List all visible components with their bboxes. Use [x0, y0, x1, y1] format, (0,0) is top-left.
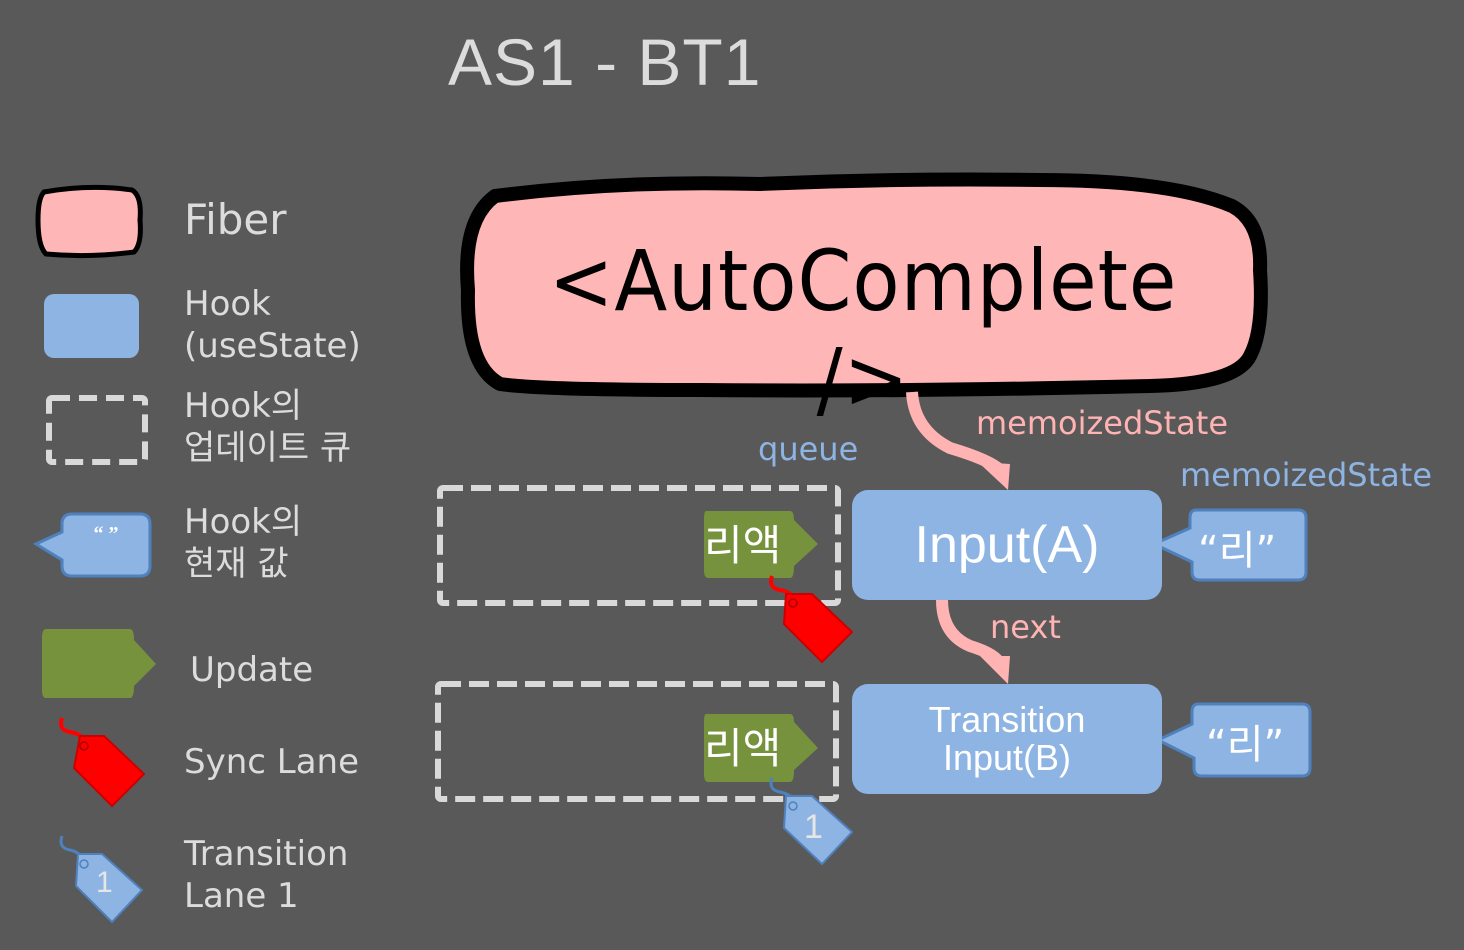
transition-lane-tag-number: 1: [804, 808, 823, 846]
hook-a-current-value: “리”: [1198, 528, 1277, 574]
legend-label-queue-line1: Hook의: [184, 386, 303, 426]
hook-node-b-label-line2: Input(B): [942, 737, 1072, 778]
legend-hook-icon: [44, 294, 139, 358]
edge-label-queue: queue: [758, 430, 859, 468]
legend-quote-marks: “ ”: [94, 523, 119, 545]
update-a-shape: [704, 511, 818, 578]
legend-label-value-line2: 현재 값: [184, 544, 289, 584]
legend-update-icon: [42, 629, 156, 698]
transition-lane-tag-icon: [769, 777, 854, 866]
edge-label-memoized-state-hook: memoizedState: [1180, 456, 1432, 494]
hook-node-input-a-label: Input(A): [914, 516, 1100, 574]
hook-node-input-a: Input(A): [852, 490, 1162, 600]
legend-label-transition-line2: Lane 1: [184, 876, 299, 916]
legend-label-sync-lane: Sync Lane: [184, 742, 359, 782]
legend-label-hook-line2: (useState): [184, 326, 361, 366]
arrowhead-fiber-to-hook-a: [978, 462, 1010, 490]
legend-label-transition-line1: Transition: [184, 834, 349, 874]
arrowhead-hook-a-to-hook-b: [980, 656, 1010, 684]
sync-lane-tag-icon: [769, 575, 854, 664]
value-callout-a: [1150, 508, 1308, 582]
hook-node-b-label-line1: Transition: [928, 699, 1086, 740]
update-queue-a: [437, 485, 841, 606]
hook-b-current-value: “리”: [1206, 722, 1285, 768]
value-callout-b: [1154, 702, 1312, 778]
legend-sync-lane-icon: [59, 717, 146, 808]
hook-node-transition-input-b: Transition Input(B): [852, 684, 1162, 794]
legend-update-queue-icon: [46, 395, 148, 465]
legend-label-value-line1: Hook의: [184, 502, 303, 542]
legend-current-value-icon: [32, 512, 152, 578]
fiber-node-shape: [460, 172, 1268, 398]
update-queue-b: [435, 681, 839, 802]
update-a-text: 리액: [704, 521, 782, 570]
fiber-node-label: <AutoComplete />: [548, 232, 1178, 428]
legend-transition-lane-icon: [59, 835, 144, 924]
legend-transition-tag-number: 1: [96, 866, 113, 899]
legend-label-update: Update: [190, 650, 314, 690]
legend-label-hook-line1: Hook: [184, 284, 271, 324]
edge-label-memoized-state-fiber: memoizedState: [976, 404, 1228, 442]
legend-label-queue-line2: 업데이트 큐: [184, 428, 352, 468]
update-b-text: 리액: [704, 724, 782, 773]
legend-fiber-icon: [35, 184, 143, 259]
edge-label-next: next: [990, 608, 1061, 646]
diagram-title: AS1 - BT1: [448, 25, 762, 99]
legend-label-fiber: Fiber: [184, 195, 287, 244]
update-b-shape: [704, 714, 818, 782]
